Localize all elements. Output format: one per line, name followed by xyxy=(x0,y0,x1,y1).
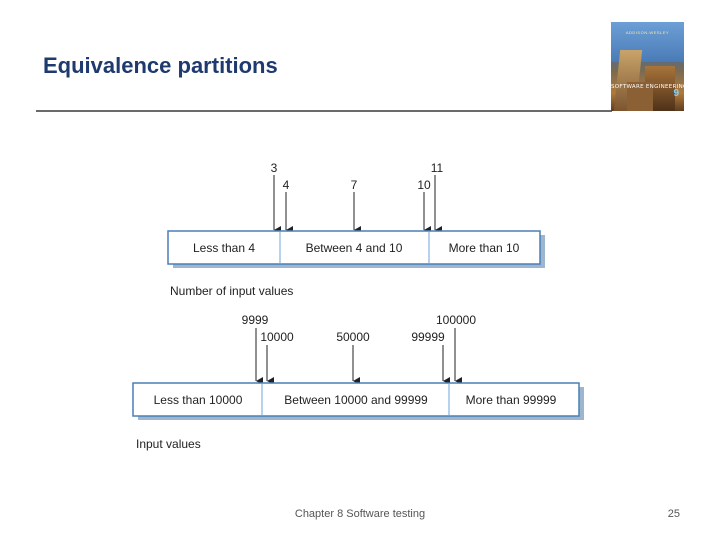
slide-title: Equivalence partitions xyxy=(43,53,278,78)
partition-diagram-1: 3 4 7 10 11 Less than 4 Between 4 and 10… xyxy=(167,161,545,298)
page-number: 25 xyxy=(667,508,680,520)
partition-label: More than 99999 xyxy=(466,393,557,407)
marker-label: 4 xyxy=(283,178,290,192)
marker-label: 99999 xyxy=(411,330,445,344)
diagram-caption: Number of input values xyxy=(170,284,293,298)
cover-publisher: ADDISON-WESLEY xyxy=(625,30,670,35)
slide-footer: Chapter 8 Software testing xyxy=(294,508,426,520)
title-divider xyxy=(36,110,612,112)
cover-title: SOFTWARE ENGINEERING xyxy=(611,84,684,90)
cover-building xyxy=(627,82,653,111)
partition-box xyxy=(167,230,541,265)
partition-label: Between 10000 and 99999 xyxy=(284,393,428,407)
marker-label: 9999 xyxy=(242,313,269,327)
marker-label: 10000 xyxy=(260,330,294,344)
partition-label: More than 10 xyxy=(449,241,520,255)
marker-label: 10 xyxy=(417,178,431,192)
partition-label: Between 4 and 10 xyxy=(306,241,403,255)
cover-edition: 9 xyxy=(673,88,679,99)
partition-box xyxy=(132,382,580,417)
marker-label: 3 xyxy=(271,161,278,175)
partition-diagram-2: 9999 10000 50000 99999 100000 Less than … xyxy=(132,313,584,451)
book-cover-image: ADDISON-WESLEY SOFTWARE ENGINEERING 9 xyxy=(611,22,684,111)
partition-label: Less than 10000 xyxy=(154,393,243,407)
marker-label: 50000 xyxy=(336,330,370,344)
marker-label: 11 xyxy=(431,161,444,175)
diagram-caption: Input values xyxy=(136,437,201,451)
marker-label: 100000 xyxy=(436,313,476,327)
partition-label: Less than 4 xyxy=(193,241,255,255)
marker-label: 7 xyxy=(351,178,358,192)
